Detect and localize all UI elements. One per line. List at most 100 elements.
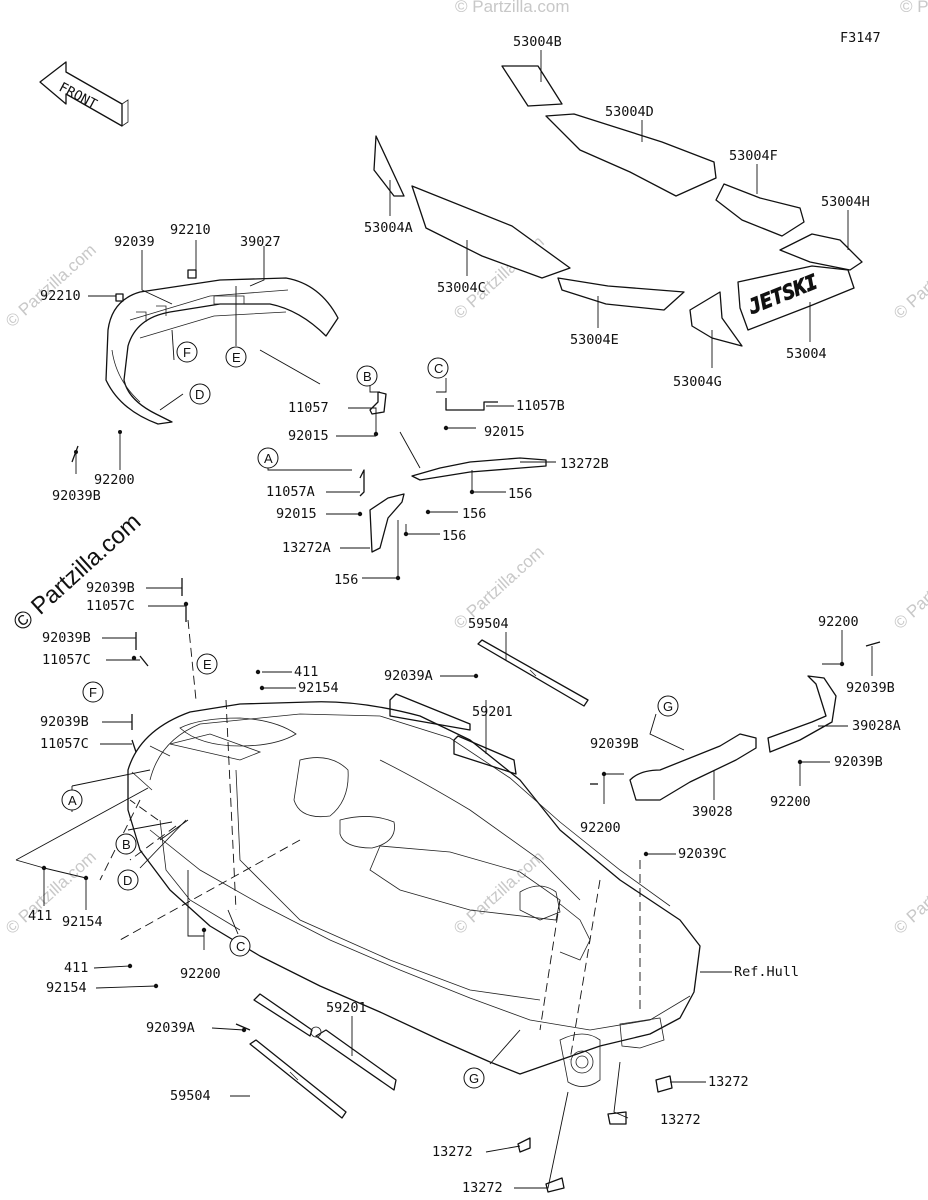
- part-number: 92039B: [590, 736, 639, 752]
- front-bumper-39027: [105, 277, 339, 425]
- decal-53004C: [411, 185, 571, 279]
- watermark-text: © Partzilla.com: [900, 0, 928, 16]
- callout-bubble: C: [229, 935, 251, 957]
- part-number: 53004C: [437, 280, 486, 296]
- part-number: 156: [462, 506, 486, 522]
- part-number: 13272B: [560, 456, 609, 472]
- callout-group: F E D B C A E F G A B D C G: [61, 341, 679, 1089]
- part-number: 92039A: [384, 668, 433, 684]
- part-number: 53004H: [821, 194, 870, 210]
- part-number: 53004F: [729, 148, 778, 164]
- part-number: 156: [442, 528, 466, 544]
- part-number: Ref.Hull: [734, 964, 799, 980]
- part-number: 92154: [62, 914, 103, 930]
- part-number: 92200: [818, 614, 859, 630]
- part-number: 156: [334, 572, 358, 588]
- part-number: 156: [508, 486, 532, 502]
- part-number: 53004E: [570, 332, 619, 348]
- part-number: 92039: [114, 234, 155, 250]
- front-arrow-icon: FRONT: [39, 61, 129, 127]
- part-number: 13272: [462, 1180, 503, 1196]
- part-number: 53004: [786, 346, 827, 362]
- part-number: 39028A: [852, 718, 901, 734]
- callout-bubble: F: [82, 681, 104, 703]
- decal-53004G: [689, 291, 743, 347]
- part-number: 11057B: [516, 398, 565, 414]
- svg-text:D: D: [123, 873, 132, 888]
- svg-text:A: A: [264, 451, 273, 466]
- part-number: 92015: [288, 428, 329, 444]
- watermark-text: © Partzilla.com: [890, 542, 928, 633]
- svg-text:C: C: [434, 361, 443, 376]
- part-number: 59201: [326, 1000, 367, 1016]
- part-number: 92210: [40, 288, 81, 304]
- part-number: 92200: [180, 966, 221, 982]
- decal-53004D: [545, 113, 717, 197]
- part-number: 11057C: [42, 652, 91, 668]
- part-number: 59201: [472, 704, 513, 720]
- part-number: 11057C: [40, 736, 89, 752]
- part-number: 92200: [770, 794, 811, 810]
- callout-bubble: A: [257, 447, 279, 469]
- part-number: 53004D: [605, 104, 654, 120]
- callout-bubble: D: [117, 869, 139, 891]
- callout-bubble: E: [196, 653, 218, 675]
- watermark-text: © Partzilla.com: [455, 0, 570, 16]
- part-number: 92039B: [42, 630, 91, 646]
- svg-text:B: B: [363, 369, 372, 384]
- part-number: 11057: [288, 400, 329, 416]
- svg-text:G: G: [469, 1071, 479, 1086]
- leader-lines: [15, 240, 873, 1189]
- part-number: 92039B: [52, 488, 101, 504]
- part-number: 92039B: [40, 714, 89, 730]
- pad-set: [517, 1075, 673, 1193]
- callout-bubble: G: [463, 1067, 485, 1089]
- svg-text:F: F: [183, 345, 191, 360]
- part-number: 39028: [692, 804, 733, 820]
- part-number: 92210: [170, 222, 211, 238]
- decal-53004E: [557, 277, 685, 311]
- decal-set: JETSKI: [373, 65, 863, 347]
- side-trim-set: [235, 639, 837, 1119]
- part-number: 411: [28, 908, 52, 924]
- callout-bubble: E: [225, 346, 247, 368]
- callout-bubble: C: [427, 357, 449, 379]
- watermark-text: © Partzilla.com: [890, 847, 928, 938]
- bracket-set: [359, 391, 547, 553]
- part-number: 59504: [468, 616, 509, 632]
- svg-text:A: A: [68, 793, 77, 808]
- part-number: 13272A: [282, 540, 331, 556]
- watermark-text: © Partzilla.com: [890, 232, 928, 323]
- part-number: 92039B: [86, 580, 135, 596]
- part-number: 39027: [240, 234, 281, 250]
- watermark-bold: © Partzilla.com: [8, 508, 146, 636]
- guide-lines: [99, 619, 641, 1061]
- callout-bubble: B: [115, 833, 137, 855]
- svg-text:D: D: [195, 387, 204, 402]
- part-number: 92154: [46, 980, 87, 996]
- part-number: 411: [64, 960, 88, 976]
- figure-code: F3147: [840, 30, 881, 46]
- part-number: 92039A: [146, 1020, 195, 1036]
- svg-text:G: G: [663, 699, 673, 714]
- part-number: 92154: [298, 680, 339, 696]
- part-number: 53004B: [513, 34, 562, 50]
- hull-body: [127, 701, 732, 1087]
- part-number: 92200: [580, 820, 621, 836]
- part-number: 11057A: [266, 484, 315, 500]
- part-number: 53004A: [364, 220, 413, 236]
- part-number: 92015: [484, 424, 525, 440]
- part-number: 13272: [432, 1144, 473, 1160]
- svg-text:C: C: [236, 939, 245, 954]
- svg-text:B: B: [122, 837, 131, 852]
- part-number: 13272: [660, 1112, 701, 1128]
- decal-53004H: [779, 233, 863, 271]
- watermark-text: © Partzilla.com: [450, 847, 548, 938]
- part-number: 13272: [708, 1074, 749, 1090]
- svg-text:E: E: [232, 350, 241, 365]
- decal-53004F: [715, 183, 805, 237]
- part-number: 53004G: [673, 374, 722, 390]
- part-number: 92015: [276, 506, 317, 522]
- decal-leaders: [389, 50, 849, 368]
